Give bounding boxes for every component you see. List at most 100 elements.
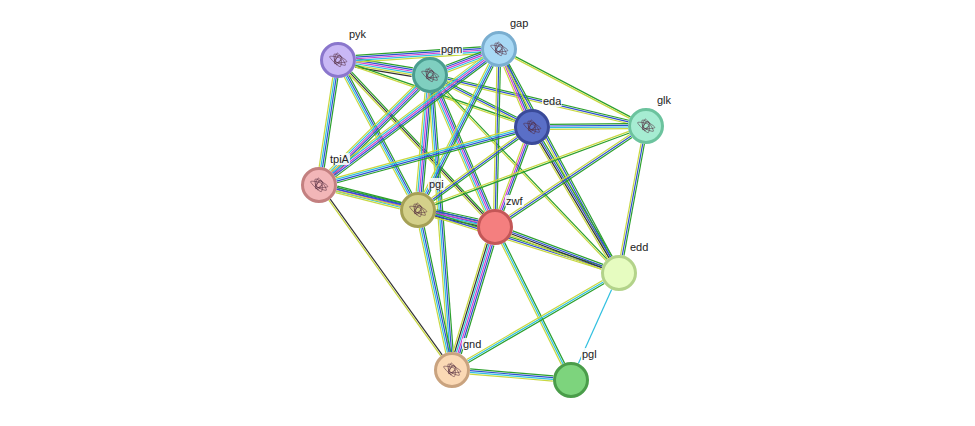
- structure-sketch: [491, 42, 508, 56]
- interaction-edge: [470, 369, 554, 381]
- interaction-edge: [467, 281, 605, 363]
- node-label: eda: [542, 95, 562, 107]
- evidence-strand: [446, 54, 481, 67]
- evidence-strand: [421, 228, 448, 353]
- evidence-strand: [458, 244, 491, 353]
- structure-sketch: [638, 119, 655, 133]
- evidence-strand: [515, 57, 630, 117]
- node-disc: [483, 33, 516, 66]
- node-label: pyk: [348, 28, 367, 40]
- evidence-strand: [543, 141, 612, 256]
- node-disc: [402, 194, 435, 227]
- node-label: zwf: [505, 195, 524, 207]
- evidence-strand: [332, 58, 483, 172]
- evidence-strand: [578, 289, 611, 363]
- evidence-strand: [435, 217, 602, 269]
- interaction-edge: [344, 75, 412, 196]
- node-disc: [322, 44, 355, 77]
- evidence-strand: [505, 242, 565, 363]
- node-disc: [479, 211, 512, 244]
- node-label: pgi: [428, 178, 445, 190]
- evidence-strand: [346, 76, 409, 194]
- evidence-strand: [513, 231, 603, 264]
- evidence-strand: [501, 244, 561, 365]
- structure-sketch: [524, 120, 541, 134]
- node-label: glk: [656, 94, 672, 106]
- structure-sketch: [330, 53, 347, 67]
- interaction-edge: [509, 135, 632, 219]
- interaction-edge: [621, 143, 645, 255]
- protein-node: pgl: [553, 362, 589, 398]
- evidence-strand: [470, 374, 553, 381]
- node-circle: [514, 109, 550, 145]
- evidence-strand: [510, 136, 631, 217]
- node-disc: [436, 354, 469, 387]
- evidence-strand: [456, 244, 489, 353]
- interaction-edge: [329, 85, 419, 174]
- evidence-strand: [550, 128, 628, 130]
- node-label: edd: [629, 241, 649, 253]
- evidence-strand: [509, 135, 630, 216]
- evidence-strand: [336, 129, 514, 178]
- evidence-strand: [460, 245, 493, 354]
- interaction-edge: [550, 124, 628, 130]
- node-disc: [414, 59, 447, 92]
- evidence-strand: [453, 243, 486, 352]
- evidence-strand: [512, 232, 602, 265]
- node-label: gap: [509, 17, 529, 29]
- protein-node: tpiA: [301, 167, 337, 203]
- evidence-strand: [430, 93, 449, 352]
- interaction-edge: [499, 143, 528, 211]
- evidence-strand: [509, 64, 612, 256]
- evidence-strand: [423, 227, 450, 352]
- evidence-strand: [468, 282, 604, 361]
- interaction-edge: [435, 214, 603, 269]
- node-label: pgm: [440, 43, 463, 55]
- node-disc: [555, 364, 588, 397]
- evidence-strand: [461, 245, 494, 354]
- evidence-strand: [503, 243, 563, 364]
- interaction-edge: [504, 65, 528, 112]
- evidence-strand: [550, 126, 628, 128]
- node-circle: [601, 255, 637, 291]
- node-label: pgl: [581, 348, 598, 360]
- node-circle: [400, 192, 436, 228]
- evidence-strand: [455, 244, 488, 353]
- interaction-edge: [511, 231, 603, 269]
- node-disc: [630, 110, 663, 143]
- interaction-edge: [419, 227, 451, 353]
- evidence-strand: [329, 85, 414, 170]
- structure-sketch: [444, 363, 461, 377]
- node-disc: [516, 111, 549, 144]
- interaction-edge: [578, 289, 611, 363]
- evidence-strand: [424, 227, 451, 352]
- protein-node: edd: [601, 255, 637, 291]
- node-circle: [481, 31, 517, 67]
- interaction-edge: [453, 243, 494, 354]
- node-circle: [320, 42, 356, 78]
- evidence-strand: [467, 281, 603, 360]
- evidence-strand: [419, 228, 446, 353]
- node-circle: [553, 362, 589, 398]
- interaction-edge: [501, 242, 564, 364]
- protein-node: zwf: [477, 209, 513, 245]
- evidence-strand: [512, 234, 602, 267]
- evidence-strand: [470, 371, 553, 378]
- protein-node: gap: [481, 31, 517, 67]
- protein-node: eda: [514, 109, 550, 145]
- evidence-strand: [429, 93, 448, 352]
- protein-node: pyk: [320, 42, 356, 78]
- node-disc: [303, 169, 336, 202]
- evidence-strand: [331, 57, 482, 171]
- evidence-strand: [500, 144, 525, 210]
- evidence-strand: [622, 144, 642, 256]
- node-circle: [477, 209, 513, 245]
- structure-sketch: [410, 203, 427, 217]
- node-circle: [301, 167, 337, 203]
- structure-sketch: [311, 178, 328, 192]
- evidence-strand: [621, 143, 641, 255]
- protein-node: pgi: [400, 192, 436, 228]
- evidence-strand: [470, 372, 553, 379]
- evidence-strand: [336, 131, 514, 180]
